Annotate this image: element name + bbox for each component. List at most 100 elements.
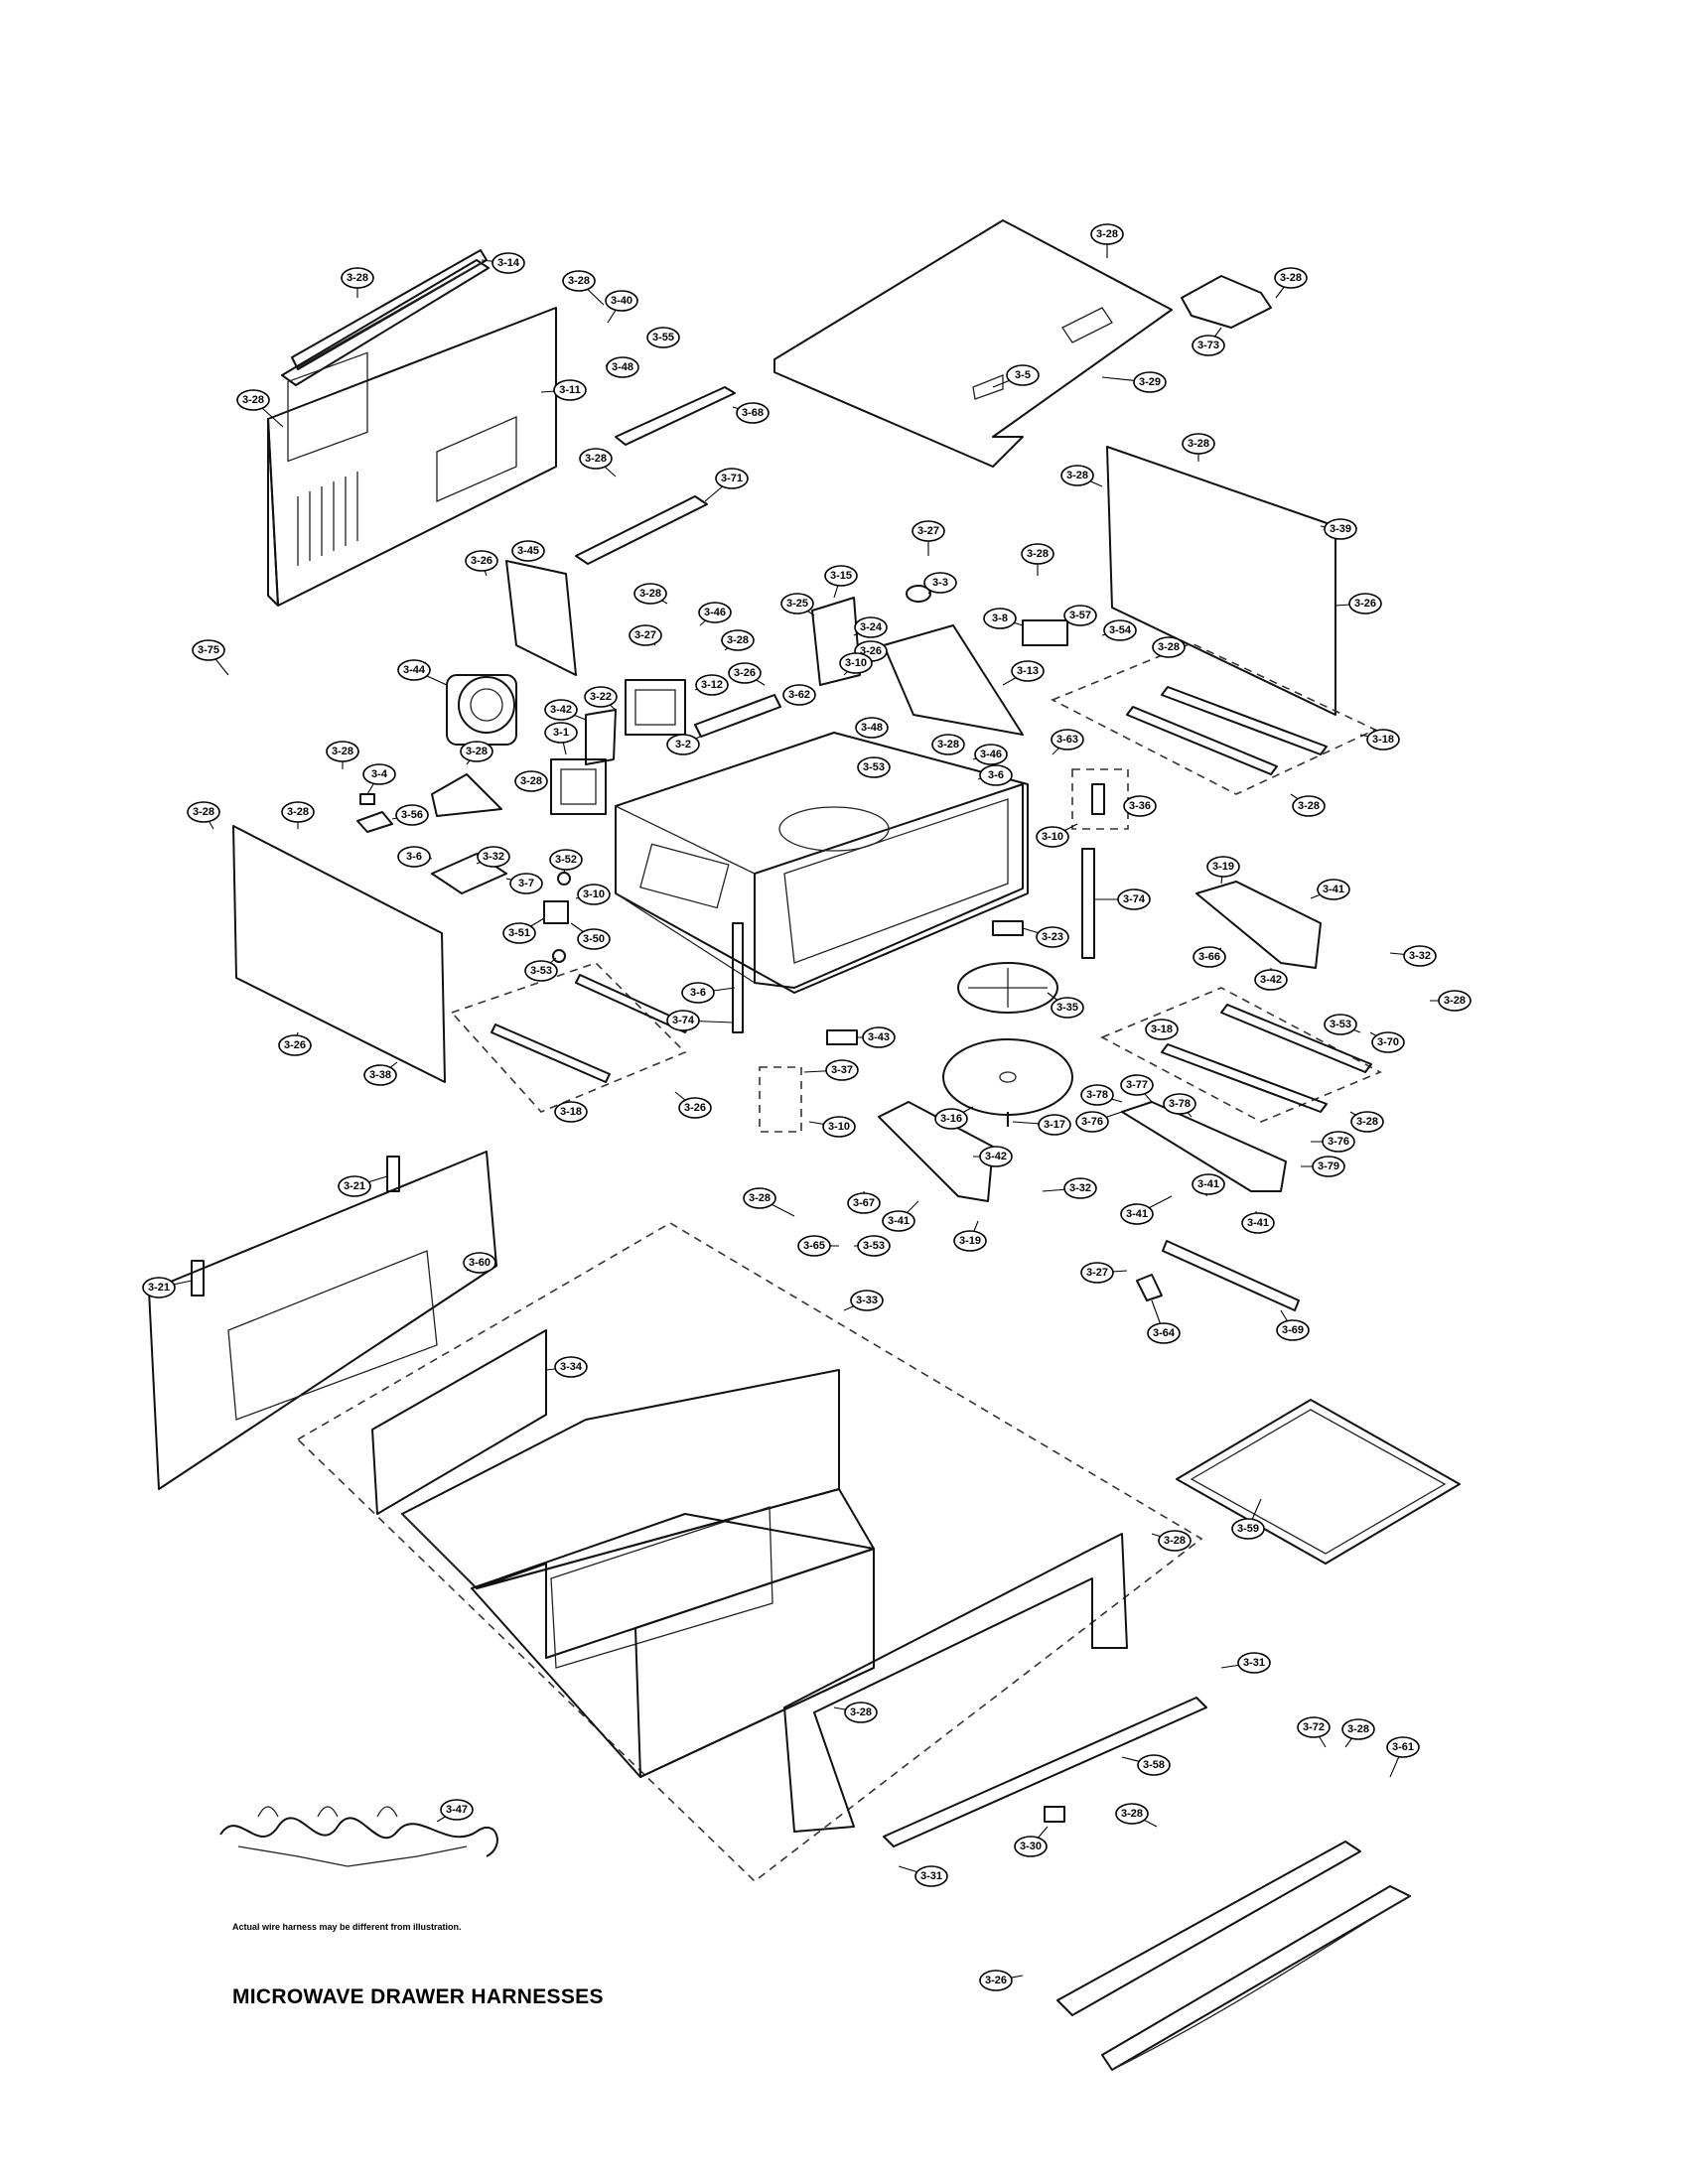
callout-bubble (1254, 969, 1288, 991)
label-30-part (1044, 1806, 1065, 1823)
callout-bubble (983, 608, 1017, 629)
callout-part-57: 3-57 (1063, 605, 1097, 626)
callout-bubble (281, 801, 315, 823)
callout-part-63: 3-63 (1051, 729, 1084, 755)
callout-part-6a: 3-6 (977, 764, 1013, 786)
callout-bubble (562, 270, 596, 292)
bracket-22-part (585, 709, 617, 765)
callout-label: 3-78 (1169, 1098, 1191, 1110)
callout-bubble (1312, 1156, 1345, 1177)
callout-label: 3-76 (1081, 1116, 1103, 1128)
callout-label: 3-56 (401, 809, 423, 821)
callout-panel-14: 3-14 (481, 252, 525, 274)
callout-bubble (825, 1059, 859, 1081)
callout-bubble (1075, 1111, 1109, 1133)
callout-bubble (715, 468, 749, 489)
bracket-15-part (811, 597, 861, 686)
callout-bubble (1231, 1518, 1265, 1540)
callout-part-64: 3-64 (1147, 1299, 1181, 1344)
callout-bubble (509, 873, 543, 894)
callout-label: 3-35 (1056, 1002, 1078, 1014)
thermostat-part (906, 585, 931, 603)
callout-label: 3-28 (1444, 995, 1466, 1007)
callout-part-56a: 3-56 (391, 804, 429, 826)
callout-label: 3-28 (937, 739, 959, 751)
callout-part-30: 3-30 (1014, 1826, 1049, 1857)
callout-part-26a: 3-26 (465, 550, 498, 577)
callout-label: 3-44 (403, 664, 426, 676)
part-64-body (1136, 1274, 1163, 1301)
callout-label: 3-26 (684, 1102, 706, 1114)
callout-label: 3-41 (1126, 1208, 1148, 1220)
switch-group-36 (1071, 768, 1129, 830)
callout-label: 3-28 (347, 272, 368, 284)
callout-part-29: 3-29 (1101, 371, 1167, 393)
callout-label: 3-28 (727, 634, 749, 646)
callout-label: 3-55 (652, 332, 674, 343)
callout-bubble (1063, 1177, 1097, 1199)
callout-part-41a: 3-41 (1310, 879, 1350, 900)
callout-bubble (728, 662, 762, 684)
bracket-68-part (615, 386, 736, 446)
callout-part-23: 3-23 (1022, 926, 1069, 948)
callout-bubble (698, 602, 732, 623)
callout-label: 3-26 (284, 1039, 306, 1051)
callout-label: 3-10 (1042, 831, 1063, 843)
rail-set-18a (1051, 642, 1377, 795)
callout-bubble (882, 1210, 915, 1232)
callout-screw-n: 3-28 (1290, 793, 1326, 817)
part-4-body (359, 793, 375, 805)
callout-bubble (847, 1192, 881, 1214)
callout-part-13: 3-13 (1002, 660, 1045, 686)
callout-part-45: 3-45 (511, 540, 545, 562)
turntable-part (942, 1038, 1073, 1116)
callout-label: 3-30 (1020, 1841, 1042, 1852)
callout-bubble (1011, 660, 1045, 682)
callout-part-53a: 3-53 (857, 756, 891, 778)
callout-screw-t: 3-28 (281, 801, 315, 829)
callout-part-46a: 3-46 (698, 602, 732, 626)
callout-bubble (782, 684, 816, 706)
callout-bubble (1147, 1322, 1181, 1344)
callout-label: 3-10 (583, 888, 605, 900)
callout-label: 3-72 (1303, 1721, 1325, 1733)
rail-18c-2 (1220, 1004, 1372, 1073)
callout-part-75: 3-75 (192, 639, 229, 676)
callout-part-53b: 3-53 (524, 957, 558, 982)
callout-label: 3-28 (639, 588, 661, 600)
callout-label: 3-16 (940, 1113, 962, 1125)
support-bracket-19-part (1195, 881, 1322, 969)
callout-bubble (666, 734, 700, 755)
callout-bubble (1137, 1754, 1171, 1776)
callout-bubble (914, 1865, 948, 1887)
callout-part-6b: 3-6 (397, 846, 433, 868)
part-56a-body (356, 811, 393, 833)
handle-61-part (1056, 1841, 1411, 2071)
callout-label: 3-7 (518, 878, 534, 889)
rail-69-part (1162, 1240, 1300, 1311)
callout-label: 3-78 (1086, 1089, 1108, 1101)
callout-bubble (553, 379, 587, 401)
callout-bubble (192, 639, 225, 661)
callout-label: 3-42 (1260, 974, 1282, 986)
callout-bubble (666, 1010, 700, 1031)
callout-label: 3-74 (672, 1015, 695, 1026)
callout-screw-s: 3-28 (187, 801, 220, 830)
callout-bubble (646, 327, 680, 348)
callout-label: 3-26 (860, 645, 882, 657)
callout-label: 3-53 (863, 1240, 885, 1252)
callout-screw-f: 3-28 (579, 448, 617, 478)
callout-label: 3-53 (530, 965, 552, 977)
callout-label: 3-69 (1282, 1324, 1304, 1336)
callout-bubble (1063, 605, 1097, 626)
callout-label: 3-28 (287, 806, 309, 818)
callout-bubble (1103, 619, 1137, 641)
callout-bubble (633, 583, 667, 605)
callout-part-19: 3-19 (1206, 856, 1240, 885)
callout-label: 3-13 (1017, 665, 1039, 677)
callout-label: 3-59 (1237, 1523, 1259, 1535)
callout-part-42b: 3-42 (1254, 968, 1288, 991)
callout-bubble (606, 356, 639, 378)
callout-bubble (1350, 1111, 1384, 1133)
callout-part-48b: 3-48 (855, 717, 889, 739)
